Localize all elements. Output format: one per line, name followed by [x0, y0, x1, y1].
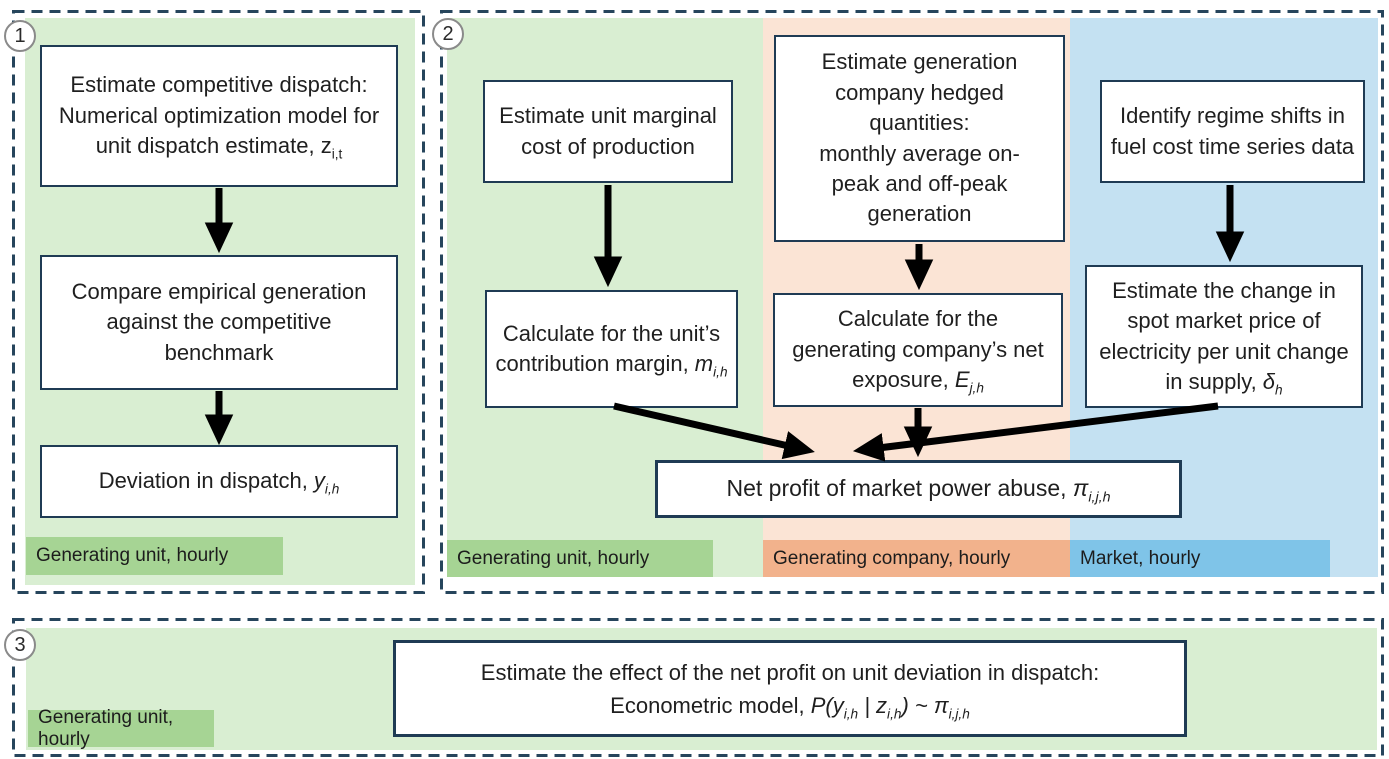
box-marginal-cost: Estimate unit marginal cost of productio… — [483, 80, 733, 183]
step-3-badge: 3 — [4, 629, 36, 661]
box-econometric-model: Estimate the effect of the net profit on… — [393, 640, 1187, 737]
box-net-profit: Net profit of market power abuse, πi,j,h — [655, 460, 1182, 518]
box-competitive-dispatch: Estimate competitive dispatch: Numerical… — [40, 45, 398, 187]
box-regime-shifts: Identify regime shifts in fuel cost time… — [1100, 80, 1365, 183]
box-net-exposure: Calculate for the generating company’s n… — [773, 293, 1063, 407]
step-2-badge: 2 — [432, 18, 464, 50]
box-compare-generation: Compare empirical generation against the… — [40, 255, 398, 390]
section-2-company-domain-label: Generating company, hourly — [763, 540, 1070, 577]
section-2-unit-domain-label: Generating unit, hourly — [447, 540, 713, 577]
section-1-domain-label: Generating unit, hourly — [26, 537, 283, 575]
section-2-market-domain-label: Market, hourly — [1070, 540, 1330, 577]
box-price-change: Estimate the change in spot market price… — [1085, 265, 1363, 408]
step-1-badge: 1 — [4, 20, 36, 52]
section-3-domain-label: Generating unit, hourly — [28, 707, 214, 750]
box-deviation-in-dispatch: Deviation in dispatch, yi,h — [40, 445, 398, 518]
box-contribution-margin: Calculate for the unit’s contribution ma… — [485, 290, 738, 408]
